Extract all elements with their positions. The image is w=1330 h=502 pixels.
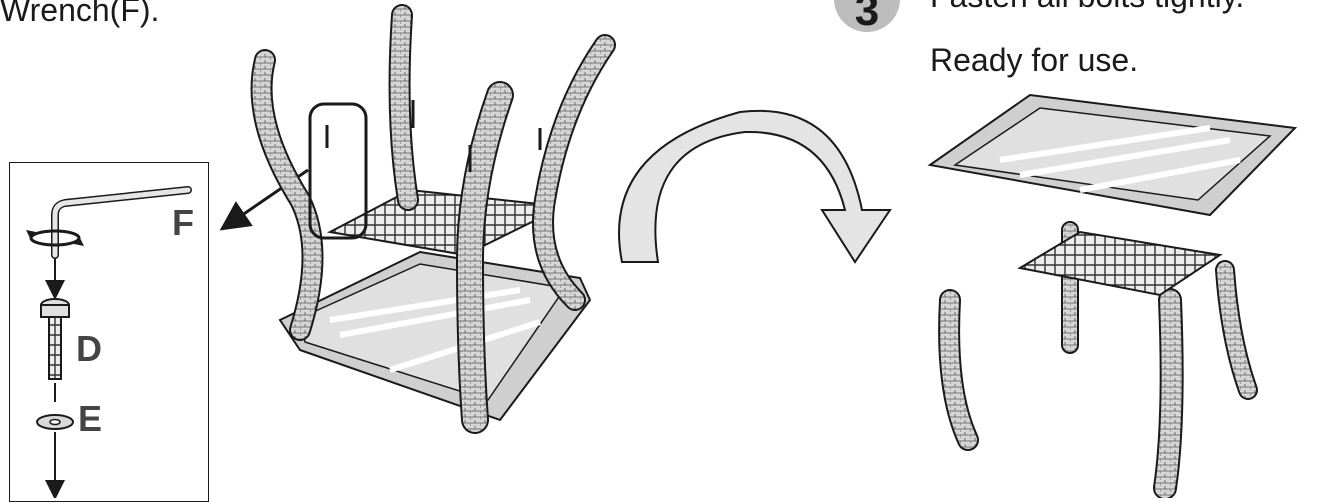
step-instruction-text: Fasten all bolts tightly. xyxy=(930,0,1244,15)
washer-e-icon xyxy=(36,414,74,430)
part-label-d: D xyxy=(76,328,102,369)
rotate-arrows-icon xyxy=(26,229,84,247)
upside-down-table-illustration xyxy=(250,4,616,434)
instruction-text-wrench: Wrench(F). xyxy=(0,0,160,28)
step-number: 3 xyxy=(854,0,880,35)
callout-highlight-box xyxy=(308,102,368,240)
part-label-f: F xyxy=(172,202,194,243)
assembled-table-illustration xyxy=(927,93,1298,498)
step-number-badge: 3 xyxy=(834,0,900,35)
ready-text: Ready for use. xyxy=(930,42,1139,78)
allen-wrench-icon xyxy=(51,186,192,259)
part-label-e: E xyxy=(78,398,103,439)
bolt-d-icon xyxy=(40,298,70,380)
flip-arrow-icon xyxy=(618,109,892,264)
